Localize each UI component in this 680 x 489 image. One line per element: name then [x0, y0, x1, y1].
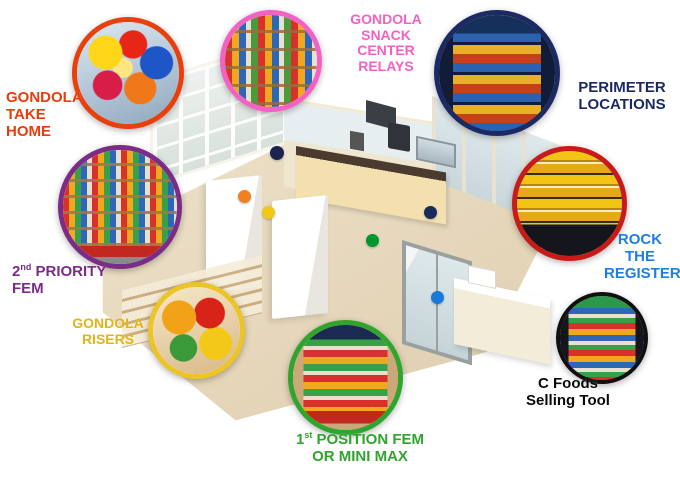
ordinal-number: 1 — [295, 431, 305, 448]
label-text: POSITION FEM OR MINI MAX — [312, 431, 425, 465]
label-gondola-take-home: GONDOLA TAKE HOME — [6, 89, 83, 140]
location-dot-navy-right — [424, 206, 437, 219]
snack-bags-photo — [77, 22, 179, 124]
coffee-machine — [388, 122, 410, 152]
circle-rock-the-register — [512, 146, 627, 261]
circle-perimeter-locations — [434, 10, 560, 136]
perimeter-rack-photo — [439, 15, 555, 131]
label-perimeter-locations: PERIMETER LOCATIONS — [578, 79, 666, 113]
circle-gondola-risers — [148, 282, 245, 379]
counter-appliance — [350, 130, 364, 152]
ordinal-suffix: st — [304, 430, 313, 440]
shelf-island — [272, 195, 328, 319]
circle-c-foods-selling-tool — [556, 292, 648, 384]
fem-rack-photo — [293, 325, 398, 430]
cooler-shelf-photo — [560, 296, 644, 380]
circle-second-priority-fem — [58, 145, 182, 269]
snack-shelves-photo — [225, 15, 317, 107]
location-dot-yellow — [262, 206, 275, 219]
gondola-shelving-photo — [63, 150, 177, 264]
ordinal-suffix: nd — [20, 262, 32, 272]
ordinal-number: 2 — [12, 263, 21, 280]
location-dot-orange — [238, 190, 251, 203]
location-dot-navy-top — [270, 146, 284, 160]
jar-display-photo — [517, 151, 622, 256]
label-rock-the-register: ROCK THE REGISTER — [604, 231, 680, 282]
label-gondola-snack-center-relays: GONDOLA SNACK CENTER RELAYS — [350, 11, 422, 75]
circle-gondola-snack-center — [220, 10, 322, 112]
circle-gondola-take-home — [72, 17, 184, 129]
chip-bags-photo — [153, 287, 240, 374]
label-c-foods-selling-tool: C Foods Selling Tool — [526, 375, 610, 409]
location-dot-blue — [431, 291, 444, 304]
circle-first-position-fem — [288, 320, 403, 435]
location-dot-green — [366, 234, 379, 247]
label-text: PRIORITY FEM — [12, 263, 107, 297]
label-first-position-fem-or-mini-max: 1st POSITION FEM OR MINI MAX — [278, 430, 442, 466]
label-gondola-risers: GONDOLA RISERS — [72, 315, 144, 347]
label-second-priority-fem: 2nd PRIORITY FEM — [12, 262, 138, 298]
